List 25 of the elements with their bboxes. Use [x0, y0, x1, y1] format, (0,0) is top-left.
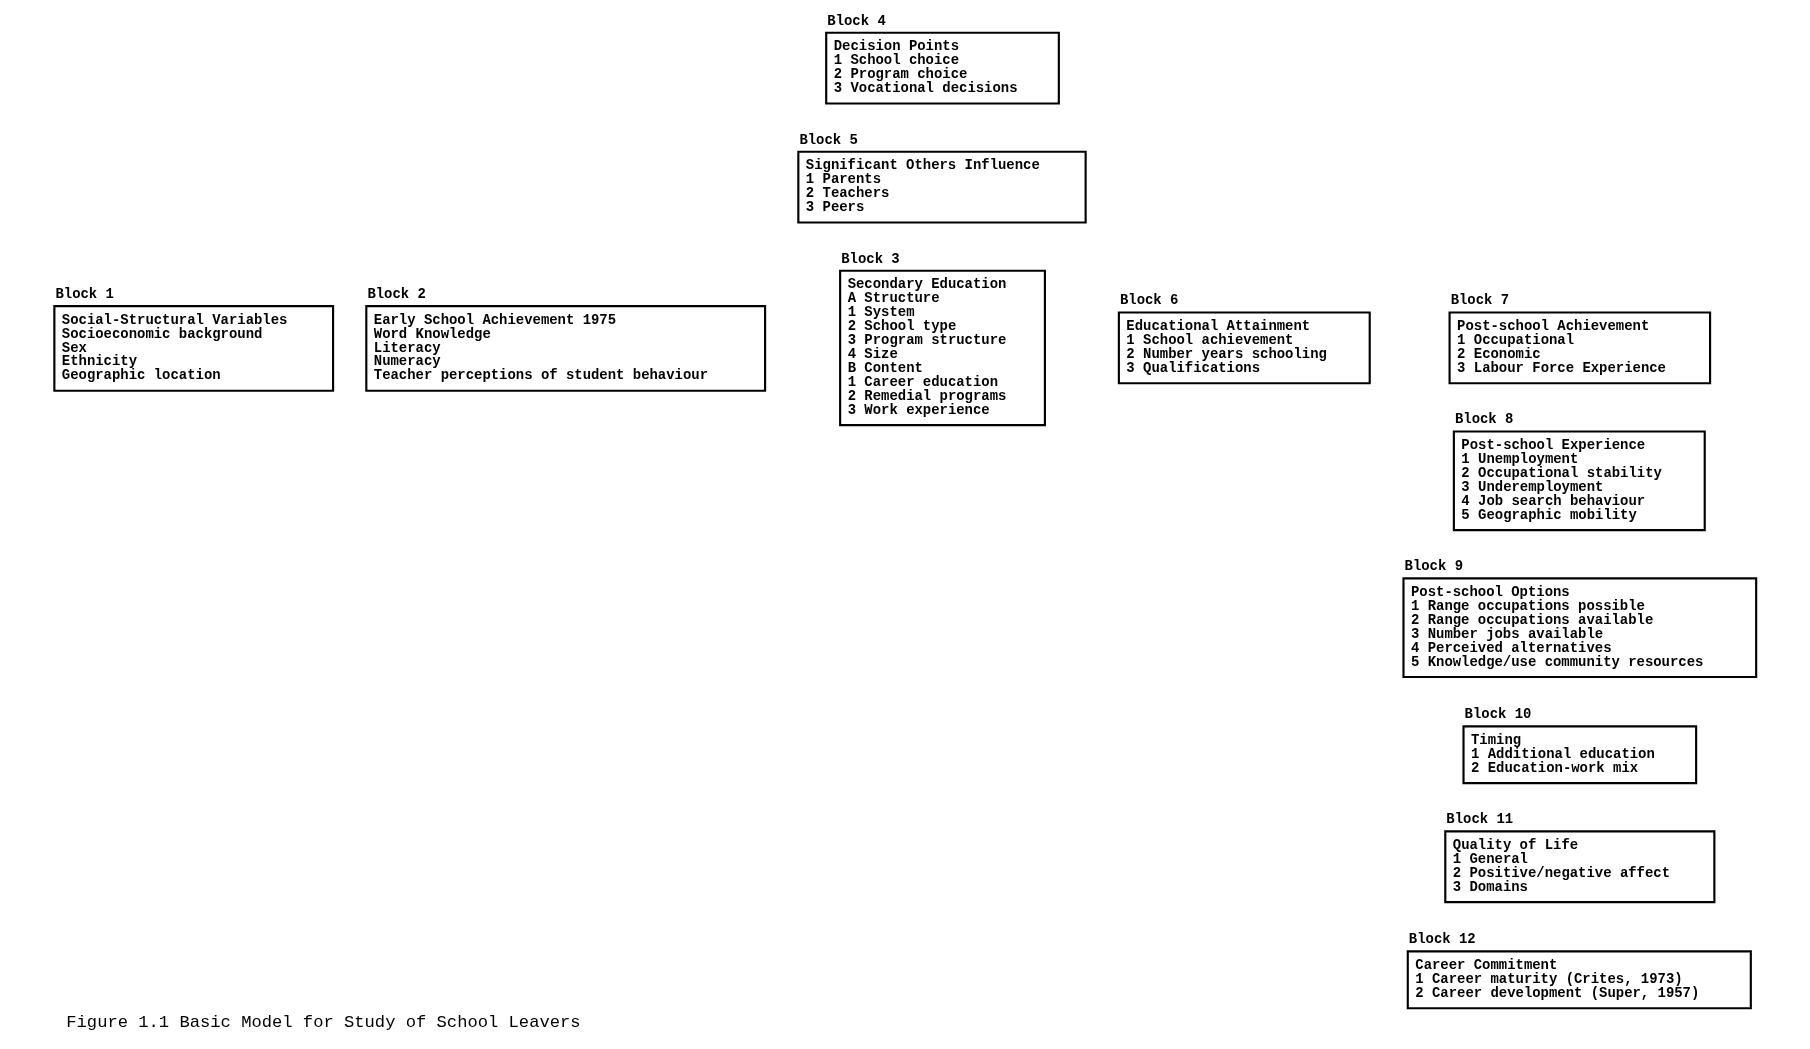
node-label: Block 9	[1404, 558, 1464, 575]
node-label: Block 5	[799, 131, 858, 148]
node-label: Block 11	[1446, 811, 1514, 828]
node-box: Career Commitment 1 Career maturity (Crites, 1973) 2 Career development (Super, 1957)	[1406, 950, 1752, 1010]
node-label: Block 12	[1408, 931, 1476, 948]
node-box: Secondary Education A Structure 1 System 2 School type 3 Program structure 4 Size B Content 1 Career education 2 Remedial programs 3 Work experience	[839, 269, 1046, 427]
node-box: Timing 1 Additional education 2 Education-work mix	[1462, 725, 1698, 785]
node-label: Block 1	[55, 285, 114, 302]
node-box: Decision Points 1 School choice 2 Program choice 3 Vocational decisions	[825, 31, 1060, 105]
diagram-title: Figure 1.1 Basic Model for Study of School Leavers	[66, 1012, 581, 1032]
node-box: Early School Achievement 1975 Word Knowledge Literacy Numeracy Teacher perceptions of student behaviour	[365, 305, 767, 392]
node-box: Educational Attainment 1 School achievement 2 Number years schooling 3 Qualifications	[1117, 311, 1371, 385]
node-box: Quality of Life 1 General 2 Positive/negative affect 3 Domains	[1444, 830, 1716, 904]
node-label: Block 7	[1450, 292, 1510, 309]
node-label: Block 10	[1464, 706, 1532, 723]
node-label: Block 3	[841, 250, 900, 267]
node-label: Block 2	[367, 285, 426, 302]
node-box: Post-school Experience 1 Unemployment 2 Occupational stability 3 Underemployment 4 Job search behaviour 5 Geographic mobility	[1452, 430, 1706, 532]
node-label: Block 6	[1119, 292, 1179, 309]
node-box: Social-Structural Variables Socioeconomic background Sex Ethnicity Geographic location	[53, 305, 335, 392]
node-box: Post-school Achievement 1 Occupational 2 Economic 3 Labour Force Experience	[1448, 311, 1712, 385]
node-label: Block 4	[827, 12, 886, 29]
node-box: Post-school Options 1 Range occupations possible 2 Range occupations available 3 Number jobs available 4 Perceived alternatives 5 Knowledge/use community resources	[1402, 577, 1758, 679]
node-box: Significant Others Influence 1 Parents 2 Teachers 3 Peers	[797, 150, 1087, 224]
node-label: Block 8	[1454, 411, 1514, 428]
